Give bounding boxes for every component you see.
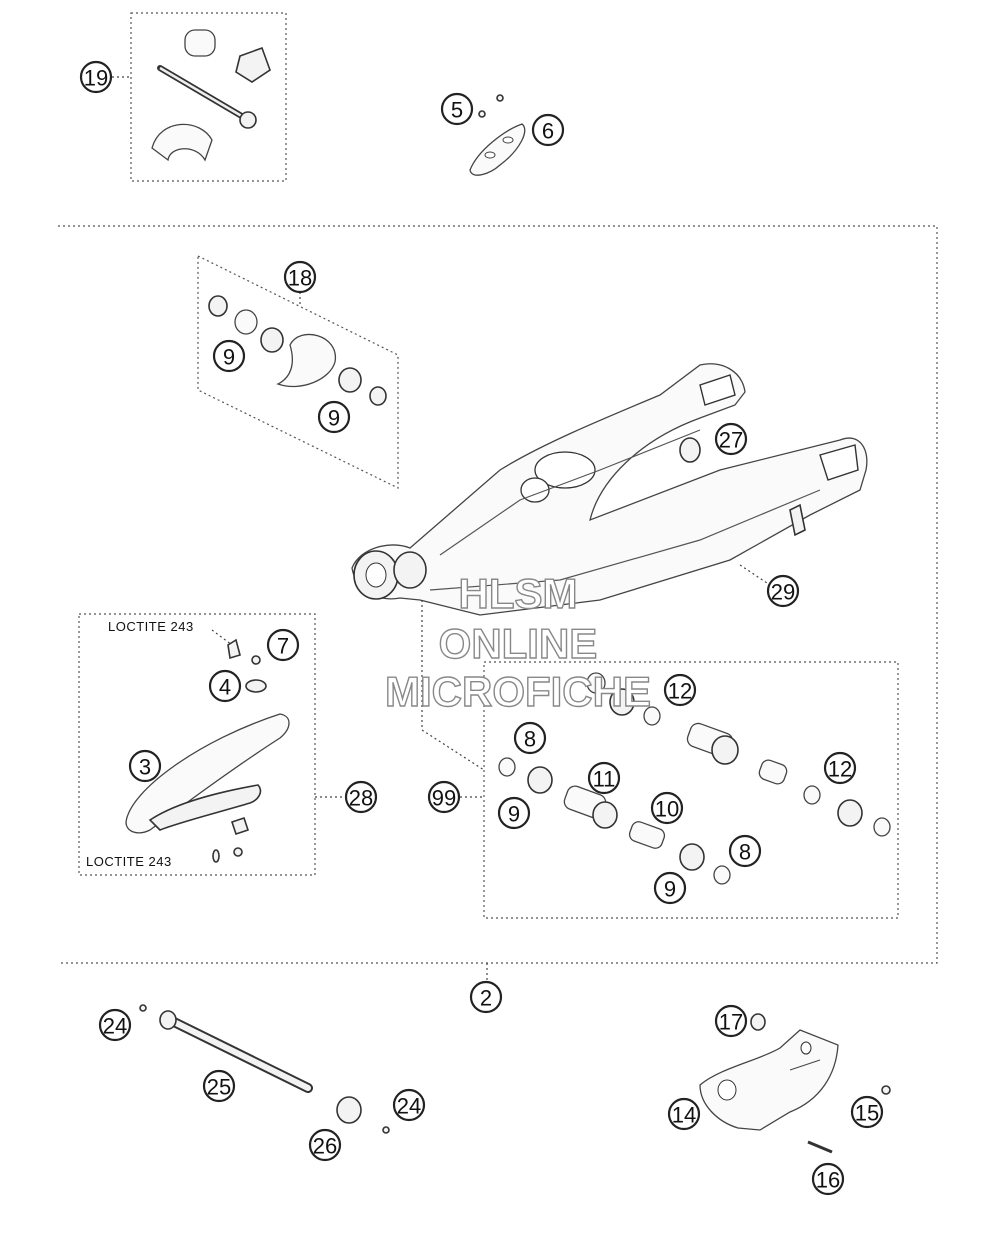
svg-text:25: 25 xyxy=(207,1075,231,1100)
kit-99-parts xyxy=(498,672,891,885)
loctite-note-top: LOCTITE 243 xyxy=(108,619,194,634)
svg-text:18: 18 xyxy=(288,266,312,291)
leader-loctite-top xyxy=(211,629,233,646)
callout-27: 27 xyxy=(714,422,748,456)
watermark-line-1: HLSM xyxy=(459,570,578,617)
svg-text:9: 9 xyxy=(508,802,520,827)
callout-24-a: 24 xyxy=(98,1008,132,1042)
callout-19: 19 xyxy=(79,60,113,94)
svg-text:28: 28 xyxy=(349,786,373,811)
callout-12-a: 12 xyxy=(663,673,697,707)
callout-24-b: 24 xyxy=(392,1088,426,1122)
chain-guide-parts xyxy=(699,1013,891,1154)
callout-10: 10 xyxy=(650,791,684,825)
swingarm xyxy=(351,363,868,616)
callout-15: 15 xyxy=(850,1095,884,1129)
svg-text:29: 29 xyxy=(771,580,795,605)
callout-25: 25 xyxy=(202,1069,236,1103)
svg-text:24: 24 xyxy=(103,1014,127,1039)
box-kit-19 xyxy=(130,12,287,182)
box-main-assembly xyxy=(58,225,938,964)
callout-12-b: 12 xyxy=(823,751,857,785)
kit-19-parts xyxy=(151,29,271,162)
callout-26: 26 xyxy=(308,1128,342,1162)
box-kit-18 xyxy=(197,255,399,489)
svg-text:5: 5 xyxy=(451,98,463,123)
callout-17: 17 xyxy=(714,1004,748,1038)
svg-text:9: 9 xyxy=(328,406,340,431)
svg-text:9: 9 xyxy=(223,345,235,370)
callout-8-a: 8 xyxy=(513,721,547,755)
svg-text:16: 16 xyxy=(816,1168,840,1193)
svg-text:11: 11 xyxy=(593,767,616,792)
kit-18-parts xyxy=(208,295,387,406)
callout-9-a: 9 xyxy=(212,339,246,373)
leader-29 xyxy=(739,564,771,586)
svg-text:14: 14 xyxy=(672,1103,696,1128)
callout-3: 3 xyxy=(128,749,162,783)
callout-9-d: 9 xyxy=(653,871,687,905)
svg-text:8: 8 xyxy=(524,727,536,752)
callout-18: 18 xyxy=(283,260,317,294)
svg-text:24: 24 xyxy=(397,1094,421,1119)
svg-text:8: 8 xyxy=(739,840,751,865)
callout-9-b: 9 xyxy=(317,400,351,434)
callout-14: 14 xyxy=(667,1097,701,1131)
svg-text:4: 4 xyxy=(219,675,231,700)
svg-text:12: 12 xyxy=(668,679,692,704)
callout-2: 2 xyxy=(469,980,503,1014)
watermark-line-3: MICROFICHE xyxy=(385,668,651,715)
callout-11: 11 xyxy=(587,761,621,795)
callout-29: 29 xyxy=(766,574,800,608)
svg-text:10: 10 xyxy=(655,797,679,822)
svg-text:6: 6 xyxy=(542,119,554,144)
svg-text:7: 7 xyxy=(277,634,289,659)
chain-guide-small-parts xyxy=(469,94,526,176)
loctite-note-bottom: LOCTITE 243 xyxy=(86,854,172,869)
box-kit-28 xyxy=(78,613,316,876)
box-kit-99 xyxy=(483,661,899,919)
svg-text:17: 17 xyxy=(719,1010,743,1035)
callout-6: 6 xyxy=(531,113,565,147)
callout-28: 28 xyxy=(344,780,378,814)
svg-text:3: 3 xyxy=(139,755,151,780)
axle-parts xyxy=(139,1004,390,1134)
callout-8-b: 8 xyxy=(728,834,762,868)
callout-16: 16 xyxy=(811,1162,845,1196)
callout-99: 99 xyxy=(427,780,461,814)
kit-28-parts xyxy=(125,638,290,863)
svg-text:99: 99 xyxy=(432,786,456,811)
svg-text:26: 26 xyxy=(313,1134,337,1159)
callout-5: 5 xyxy=(440,92,474,126)
svg-text:2: 2 xyxy=(480,986,492,1011)
svg-text:27: 27 xyxy=(719,428,743,453)
svg-text:15: 15 xyxy=(855,1101,879,1126)
callout-7: 7 xyxy=(266,628,300,662)
callout-9-c: 9 xyxy=(497,796,531,830)
svg-text:9: 9 xyxy=(664,877,676,902)
svg-text:19: 19 xyxy=(84,66,108,91)
svg-text:12: 12 xyxy=(828,757,852,782)
leader-99-link2 xyxy=(421,729,485,771)
watermark-line-2: ONLINE xyxy=(439,620,598,667)
callout-4: 4 xyxy=(208,669,242,703)
